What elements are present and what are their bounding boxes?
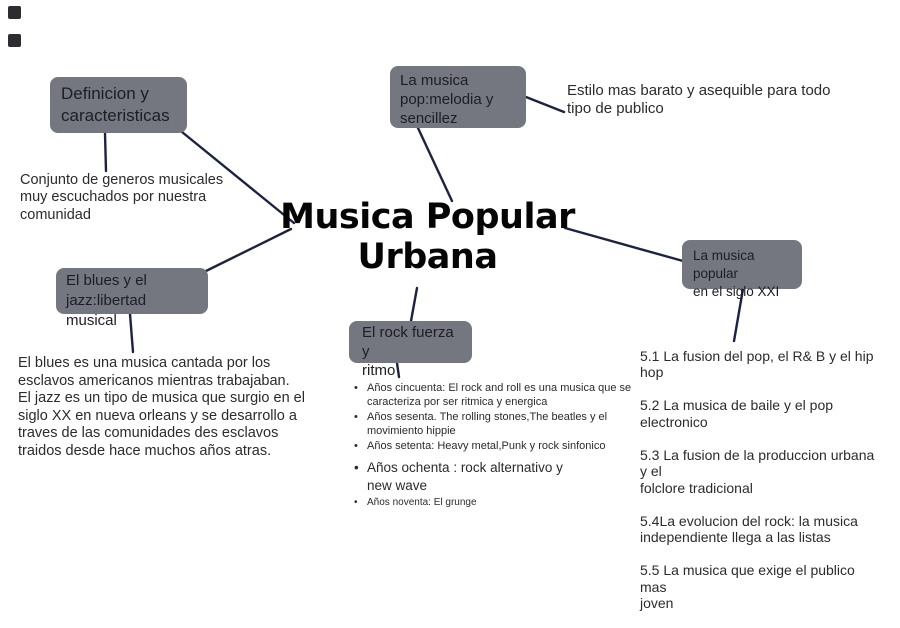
list-item: Años ochenta : rock alternativo y new wa…	[352, 459, 632, 494]
corner-marker-top	[8, 6, 21, 19]
corner-marker-bottom	[8, 34, 21, 47]
connector-blues-to-note	[128, 312, 135, 354]
list-item: 5.3 La fusion de la produccion urbana y …	[640, 446, 875, 496]
connector-rock-to-note	[395, 361, 401, 379]
list-item: 5.2 La musica de baile y el pop electron…	[640, 397, 834, 430]
list-item: 5.5 La musica que exige el publico mas j…	[640, 562, 855, 611]
node-musica-siglo-xxi[interactable]: La musica popular en el siglo XXI	[682, 240, 802, 299]
list-item: 5.4La evolucion del rock: la musica inde…	[640, 512, 858, 546]
connector-definicion-to-note	[103, 131, 108, 173]
central-topic-title: Musica Popular Urbana	[280, 197, 575, 277]
note-definicion: Conjunto de generos musicales muy escuch…	[20, 172, 224, 223]
connector-title-to-rock	[409, 286, 419, 323]
note-pop: Estilo mas barato y asequible para todo …	[567, 82, 831, 117]
connector-pop-to-note	[524, 95, 566, 114]
rock-decades-list: Años cincuenta: El rock and roll es una …	[352, 381, 632, 509]
node-musica-pop[interactable]: La musica pop:melodia y sencillez	[390, 66, 526, 128]
list-item: Años cincuenta: El rock and roll es una …	[352, 381, 632, 409]
list-item: Años setenta: Heavy metal,Punk y rock si…	[352, 439, 632, 453]
node-rock[interactable]: El rock fuerza y ritmo	[349, 321, 472, 379]
node-blues-jazz[interactable]: El blues y el jazz:libertad musical	[56, 268, 208, 329]
node-definicion-caracteristicas[interactable]: Definicion y caracteristicas	[50, 77, 187, 133]
note-blues-jazz: El blues es una musica cantada por los e…	[18, 355, 305, 459]
list-item: Años sesenta. The rolling stones,The bea…	[352, 410, 632, 438]
list-item: Años noventa: El grunge	[352, 496, 632, 509]
siglo-xxi-list: 5.1 La fusion del pop, el R& B y el hip …	[640, 331, 880, 628]
connector-pop-to-title	[416, 126, 454, 203]
list-item: 5.1 La fusion del pop, el R& B y el hip …	[640, 347, 874, 381]
